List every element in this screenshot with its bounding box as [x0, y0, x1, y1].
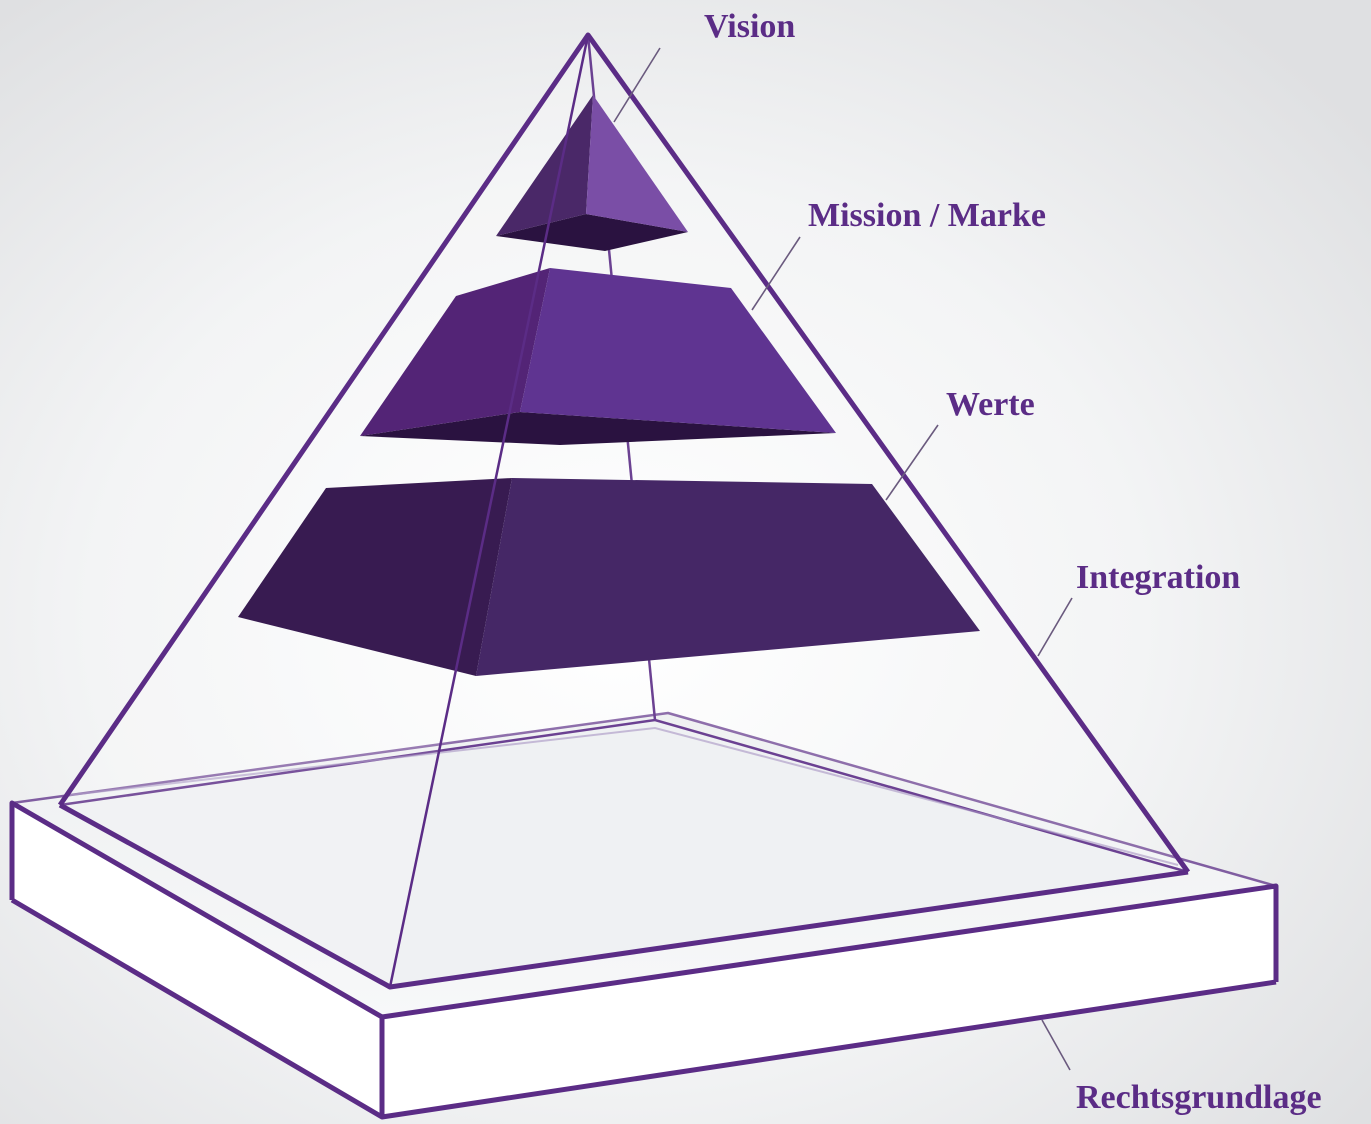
label-legal-basis: Rechtsgrundlage	[1076, 1079, 1322, 1116]
callout-line-legal-basis	[1041, 1019, 1071, 1071]
pyramid-floor	[60, 720, 1188, 987]
label-values: Werte	[946, 386, 1035, 423]
callout-line-integration	[1037, 597, 1073, 657]
labels: Vision Mission / Marke Werte Integration…	[704, 8, 1322, 1116]
pyramid-floor-back-edge-shadow	[69, 726, 1179, 866]
level-mission	[360, 268, 836, 445]
label-integration: Integration	[1076, 559, 1240, 596]
level-vision-right-face	[586, 95, 688, 232]
level-values	[238, 478, 980, 676]
callout-line-mission	[751, 236, 801, 311]
callout-line-values	[885, 424, 939, 501]
pyramid-front-edges	[57, 32, 1191, 990]
level-mission-left-face	[360, 268, 550, 436]
level-values-left-face	[238, 478, 512, 676]
plinth-outline-back	[11, 711, 1277, 888]
level-mission-bottom	[360, 412, 836, 445]
plinth-front-right-face	[382, 886, 1276, 1117]
level-values-right-face	[476, 478, 980, 676]
callout-lines	[613, 47, 1073, 1071]
level-mission-right-face	[520, 268, 836, 433]
label-mission: Mission / Marke	[808, 197, 1046, 234]
callout-line-vision	[613, 47, 661, 123]
pyramid-front-edge	[388, 34, 590, 988]
plinth-front-left-face	[12, 803, 382, 1117]
label-vision: Vision	[704, 8, 795, 45]
